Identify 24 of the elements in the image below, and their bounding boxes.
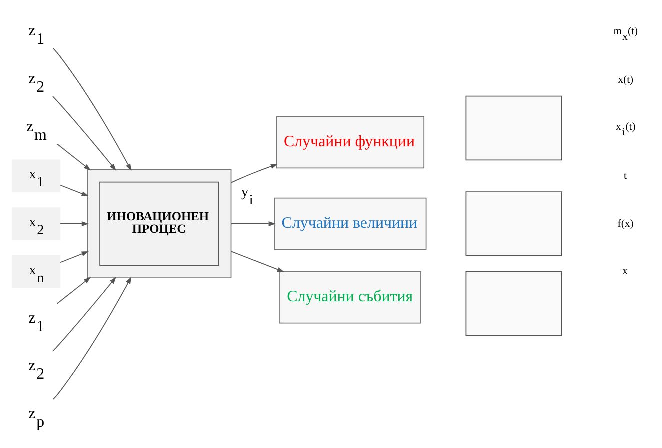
label: f(x) [618,218,634,230]
arrow [60,222,89,226]
arrow [57,277,92,304]
arrow [60,184,89,197]
node-box [466,192,562,256]
arrow [230,251,285,272]
arrow [57,144,92,171]
arrow [60,251,89,264]
node-box [466,271,562,336]
arrow [230,164,278,184]
arrow [230,222,276,226]
node-box: ИНОВАЦИОНЕН ПРОЦЕС [100,182,220,266]
arrow [52,96,116,171]
node-box [466,96,562,161]
cluster [87,169,232,279]
label: t [624,170,627,182]
arrow [52,277,116,352]
node-box: Случайни величини [274,198,427,250]
arrow [53,276,132,400]
node-box: Случайни функции [276,116,425,169]
arrow [53,48,132,172]
label: x(t) [618,75,634,86]
node-box: Случайни събития [280,271,422,324]
label: x [622,266,628,278]
